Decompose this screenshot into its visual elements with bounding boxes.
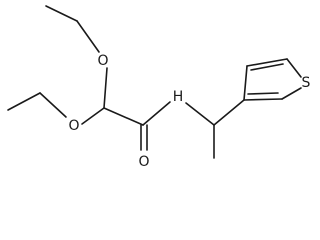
bond-ring-c5-c4-inner	[250, 63, 284, 71]
atom-s-thiophene: S	[302, 75, 311, 91]
bond-ring-c3-c2-inner	[247, 92, 279, 95]
bond-ethyl-top-c-c	[45, 5, 78, 22]
atom-o-ether-top: O	[97, 53, 108, 69]
bond-o-bottom-ch	[81, 107, 105, 125]
bond-ring-c2-s	[281, 87, 302, 100]
bond-ethyl-bottom-c-c	[7, 92, 41, 111]
bond-ring-c4-c3	[243, 65, 248, 101]
atom-h-amide: H	[173, 89, 184, 105]
bond-ring-s-c5	[286, 58, 302, 78]
atom-o-ether-bottom: O	[68, 118, 79, 134]
bond-ring-c3-c2	[243, 98, 283, 101]
bond-ethyl-bottom-c-o	[39, 92, 67, 118]
bond-o-top-ch	[103, 67, 108, 109]
chemical-structure: O O O H S	[7, 5, 311, 170]
atom-labels: O O O H S	[68, 53, 310, 170]
bond-ring-c5-c4	[246, 58, 288, 67]
bond-ethyl-top-c-o	[76, 20, 100, 53]
bonds	[7, 5, 302, 159]
bond-ch-carbonyl	[103, 107, 144, 126]
bond-carbonyl-n	[142, 101, 171, 126]
bond-n-methine	[185, 102, 215, 126]
atom-o-carbonyl: O	[138, 154, 149, 170]
bond-methine-thiophene	[213, 99, 245, 126]
